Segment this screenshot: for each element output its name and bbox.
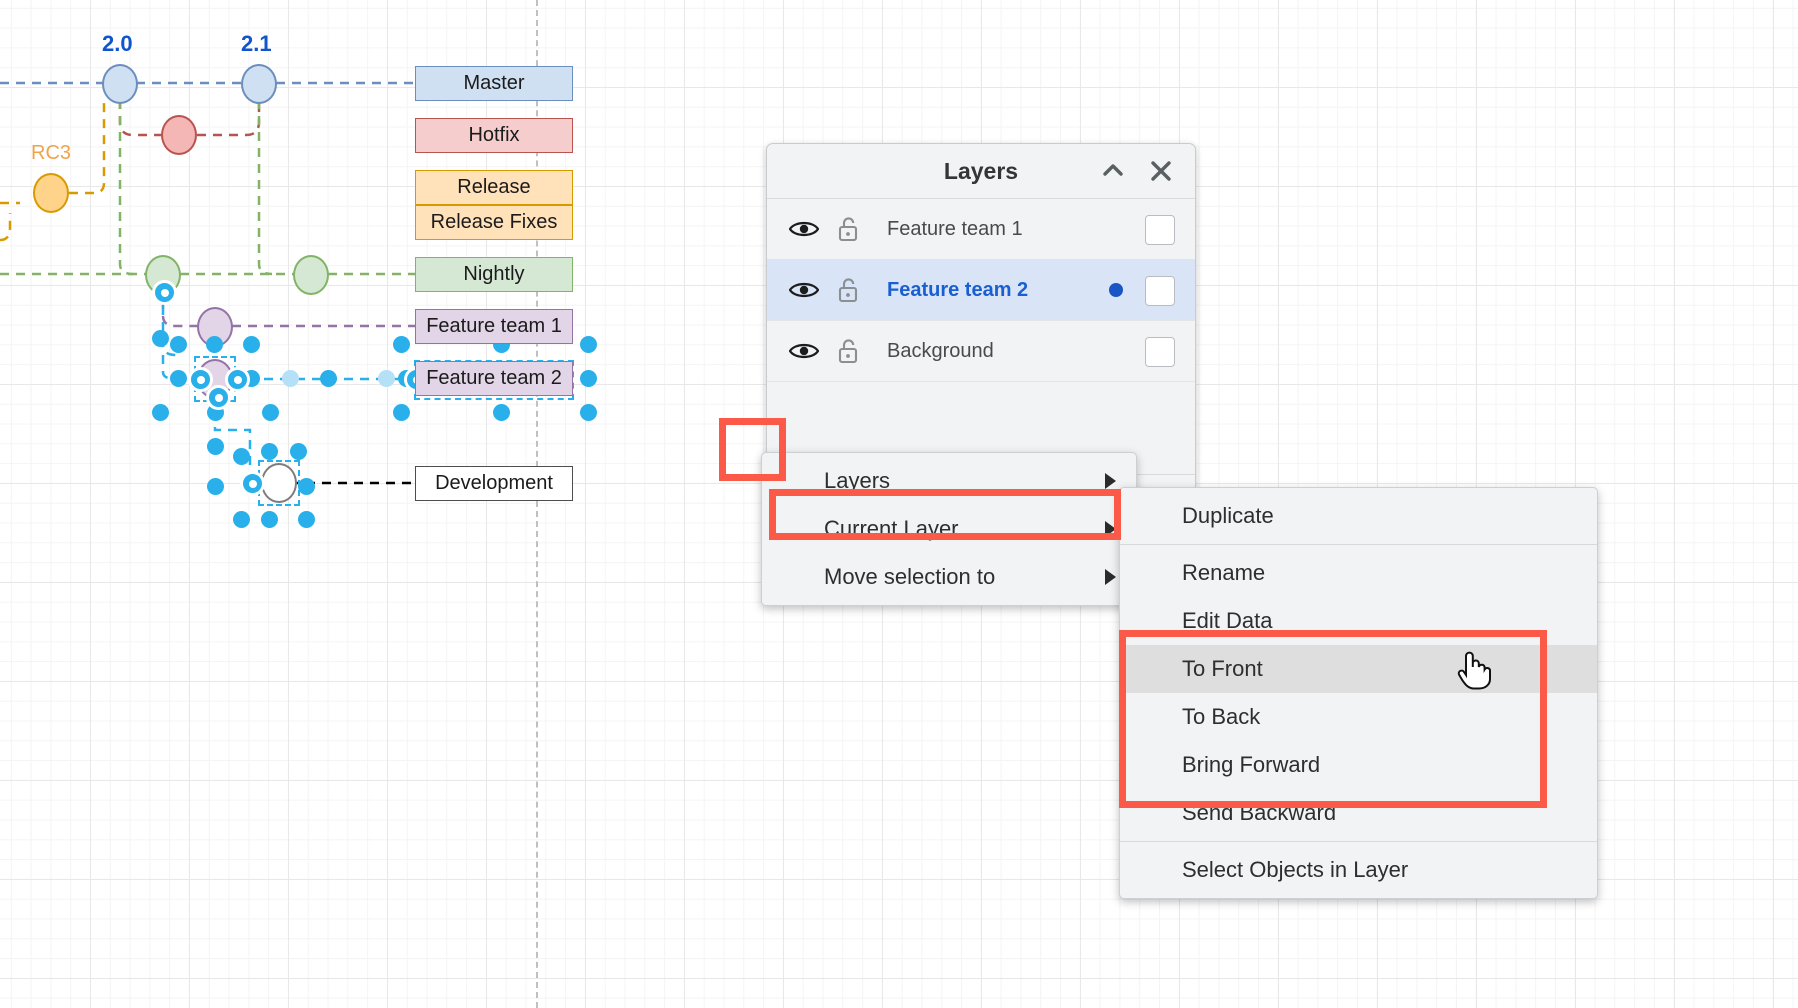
lane-label-release-fixes[interactable]: Release Fixes — [415, 205, 573, 240]
selection-handle[interactable] — [261, 443, 278, 460]
lane-label-master[interactable]: Master — [415, 66, 573, 101]
edge-endpoint-handle[interactable] — [225, 367, 250, 392]
menu-separator — [1120, 841, 1597, 842]
menu-item-label: Send Backward — [1182, 800, 1336, 826]
menu-item-label: Edit Data — [1182, 608, 1273, 634]
selection-handle[interactable] — [207, 478, 224, 495]
selection-handle[interactable] — [233, 511, 250, 528]
commit-node-hotfix[interactable] — [161, 115, 197, 155]
selection-handle[interactable] — [298, 511, 315, 528]
layer-row-feature-team-1[interactable]: Feature team 1 — [767, 199, 1195, 260]
commit-node-master-20[interactable] — [102, 64, 138, 104]
menu-item-label: Bring Forward — [1182, 752, 1320, 778]
layer-name: Background — [887, 340, 994, 363]
selection-handle[interactable] — [170, 336, 187, 353]
menu-item-label: Current Layer — [824, 516, 959, 542]
layer-name: Feature team 2 — [887, 279, 1028, 302]
page-title: Layers — [944, 158, 1018, 185]
version-tag: RC3 — [31, 142, 71, 165]
menu-item-select-objects-in-layer[interactable]: Select Objects in Layer — [1120, 846, 1597, 894]
lane-label-development[interactable]: Development — [415, 466, 573, 501]
menu-item-bring-forward[interactable]: Bring Forward — [1120, 741, 1597, 789]
menu-item-to-back[interactable]: To Back — [1120, 693, 1597, 741]
selection-handle[interactable] — [243, 336, 260, 353]
menu-item-label: To Back — [1182, 704, 1260, 730]
menu-item-current-layer[interactable]: Current Layer — [762, 505, 1136, 553]
chevron-up-icon[interactable] — [1091, 144, 1135, 198]
submenu-arrow-icon — [1105, 569, 1116, 585]
selection-handle[interactable] — [393, 404, 410, 421]
selection-handle[interactable] — [290, 443, 307, 460]
close-icon[interactable] — [1139, 144, 1183, 198]
layers-context-menu[interactable]: Layers Current Layer Move selection to — [761, 452, 1137, 606]
layer-checkbox[interactable] — [1145, 276, 1175, 306]
selection-handle[interactable] — [207, 438, 224, 455]
lane-label-feature-team-1[interactable]: Feature team 1 — [415, 309, 573, 344]
layer-checkbox[interactable] — [1145, 337, 1175, 367]
layer-name: Feature team 1 — [887, 218, 1023, 241]
menu-item-label: Rename — [1182, 560, 1265, 586]
menu-item-send-backward[interactable]: Send Backward — [1120, 789, 1597, 837]
layers-panel-header: Layers — [767, 144, 1195, 199]
commit-node-master-21[interactable] — [241, 64, 277, 104]
selection-handle[interactable] — [233, 448, 250, 465]
version-tag: 2.1 — [241, 31, 272, 57]
lane-label-release[interactable]: Release — [415, 170, 573, 205]
unlock-icon[interactable] — [835, 277, 861, 303]
eye-icon[interactable] — [789, 341, 819, 361]
edge-endpoint-handle[interactable] — [240, 471, 265, 496]
selection-handle[interactable] — [261, 511, 278, 528]
current-layer-indicator-dot — [1109, 283, 1123, 297]
submenu-arrow-icon — [1105, 473, 1116, 489]
menu-item-move-selection-to[interactable]: Move selection to — [762, 553, 1136, 601]
selection-handle[interactable] — [152, 330, 169, 347]
selection-handle[interactable] — [580, 404, 597, 421]
layer-row-feature-team-2[interactable]: Feature team 2 — [767, 260, 1195, 321]
selection-handle[interactable] — [580, 370, 597, 387]
commit-node-nightly-2[interactable] — [293, 255, 329, 295]
selection-handle[interactable] — [298, 478, 315, 495]
selection-handle[interactable] — [170, 370, 187, 387]
menu-item-layers[interactable]: Layers — [762, 457, 1136, 505]
edge-endpoint-handle[interactable] — [206, 385, 231, 410]
menu-item-label: Layers — [824, 468, 890, 494]
commit-node-release-rc3[interactable] — [33, 173, 69, 213]
lane-label-feature-team-2[interactable]: Feature team 2 — [415, 361, 573, 396]
current-layer-submenu[interactable]: Duplicate Rename Edit Data To Front To B… — [1119, 487, 1598, 899]
selection-handle[interactable] — [206, 336, 223, 353]
layer-checkbox[interactable] — [1145, 215, 1175, 245]
unlock-icon[interactable] — [835, 216, 861, 242]
lane-label-nightly[interactable]: Nightly — [415, 257, 573, 292]
menu-item-label: Select Objects in Layer — [1182, 857, 1408, 883]
selection-handle[interactable] — [282, 370, 299, 387]
layer-row-background[interactable]: Background — [767, 321, 1195, 382]
selection-handle[interactable] — [493, 404, 510, 421]
pointing-hand-cursor — [1457, 648, 1491, 690]
menu-item-label: Move selection to — [824, 564, 995, 590]
version-tag: 2.0 — [102, 31, 133, 57]
selection-handle[interactable] — [580, 336, 597, 353]
submenu-arrow-icon — [1105, 521, 1116, 537]
selection-handle[interactable] — [393, 336, 410, 353]
edge-endpoint-handle[interactable] — [152, 280, 177, 305]
selection-handle[interactable] — [378, 370, 395, 387]
selection-handle[interactable] — [320, 370, 337, 387]
menu-separator — [1120, 544, 1597, 545]
selection-handle[interactable] — [152, 404, 169, 421]
eye-icon[interactable] — [789, 280, 819, 300]
menu-item-edit-data[interactable]: Edit Data — [1120, 597, 1597, 645]
selection-handle[interactable] — [262, 404, 279, 421]
eye-icon[interactable] — [789, 219, 819, 239]
menu-item-rename[interactable]: Rename — [1120, 549, 1597, 597]
unlock-icon[interactable] — [835, 338, 861, 364]
menu-item-duplicate[interactable]: Duplicate — [1120, 492, 1597, 540]
menu-item-label: To Front — [1182, 656, 1263, 682]
menu-item-to-front[interactable]: To Front — [1120, 645, 1597, 693]
lane-label-hotfix[interactable]: Hotfix — [415, 118, 573, 153]
menu-item-label: Duplicate — [1182, 503, 1274, 529]
